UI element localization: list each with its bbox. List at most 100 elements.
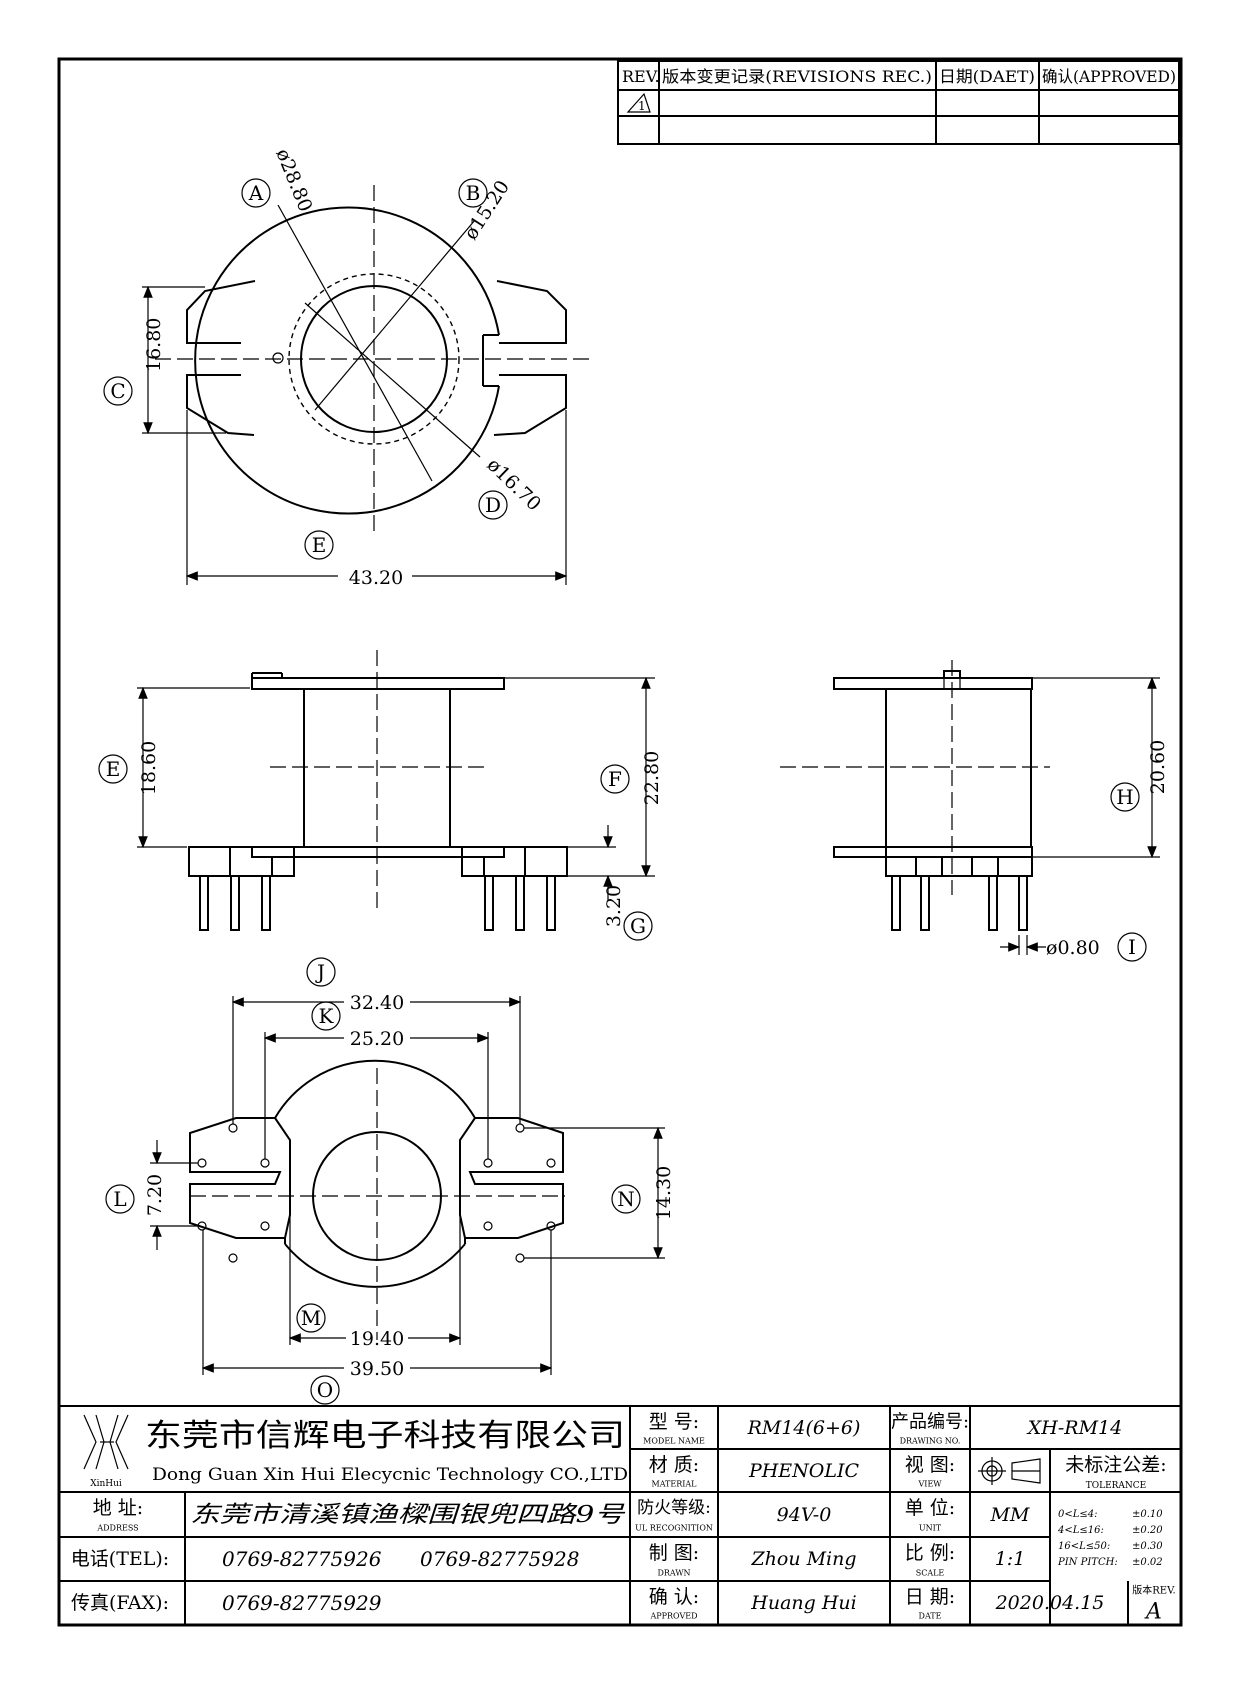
tolerance-range-1: 0<L≤4:: [1058, 1509, 1098, 1520]
company-name-en: Dong Guan Xin Hui Elecycnic Technology C…: [152, 1465, 628, 1485]
drawing-border: [57, 57, 1183, 1627]
material-value: PHENOLIC: [748, 1460, 860, 1482]
view-label: 视 图:: [905, 1454, 955, 1476]
address-label-en: ADDRESS: [96, 1524, 138, 1533]
dim-c: 16.80: [143, 318, 165, 372]
date-header: 日期(DAET): [939, 67, 1035, 86]
side-view-annotations: H I 20.60 ø0.80: [1046, 740, 1169, 962]
scale-label: 比 例:: [905, 1542, 955, 1564]
label-n: N: [617, 1187, 635, 1211]
label-o: O: [317, 1378, 333, 1402]
dim-n: 14.30: [653, 1166, 675, 1220]
approved-label: 确 认:: [649, 1586, 699, 1608]
label-f: F: [608, 767, 622, 791]
drawn-value: Zhou Ming: [750, 1548, 856, 1570]
tolerance-value-4: ±0.02: [1132, 1557, 1163, 1568]
version-label: 版本REV.: [1132, 1584, 1175, 1597]
approved-label-en: APPROVED: [649, 1612, 697, 1621]
drawn-label: 制 图:: [649, 1542, 699, 1564]
tolerance-label: 未标注公差:: [1065, 1454, 1166, 1476]
dim-e-front: 18.60: [138, 741, 160, 795]
unit-value: MM: [990, 1504, 1030, 1526]
view-label-en: VIEW: [918, 1480, 943, 1489]
revision-table: REV. 版本变更记录(REVISIONS REC.) 日期(DAET) 确认(…: [617, 60, 1180, 145]
model-value: RM14(6+6): [747, 1417, 861, 1439]
ul-value: 94V-0: [777, 1504, 832, 1526]
bottom-view-annotations: J K L N M O 32.40 25.20 7.20 14.30 19.40…: [105, 957, 675, 1405]
tel-label: 电话(TEL):: [71, 1548, 169, 1570]
date-label-en: DATE: [919, 1612, 942, 1621]
ul-label: 防火等级:: [637, 1498, 711, 1518]
label-j: J: [315, 960, 325, 984]
dim-o: 39.50: [350, 1358, 404, 1380]
scale-value: 1:1: [995, 1548, 1026, 1570]
label-a: A: [248, 181, 264, 205]
label-c: C: [110, 379, 125, 403]
tolerance-range-3: 16<L≤50:: [1058, 1541, 1110, 1552]
model-label: 型 号:: [649, 1411, 699, 1433]
logo-text: XinHui: [90, 1479, 122, 1489]
unit-label-en: UNIT: [919, 1524, 942, 1533]
tel-1: 0769-82775926: [222, 1547, 382, 1571]
dim-j: 32.40: [350, 992, 404, 1014]
label-e-top: E: [312, 533, 327, 557]
label-l: L: [113, 1187, 126, 1211]
tolerance-label-en: TOLERANCE: [1086, 1481, 1147, 1491]
revision-triangle-icon: [626, 92, 651, 113]
dim-i: ø0.80: [1046, 937, 1100, 959]
model-label-en: MODEL NAME: [643, 1437, 705, 1446]
material-label: 材 质:: [649, 1454, 699, 1476]
label-k: K: [319, 1004, 335, 1028]
version-value: A: [1144, 1600, 1162, 1625]
dim-g: 3.20: [603, 885, 625, 927]
revision-mark: 1: [638, 99, 646, 113]
ul-label-en: UL RECOGNITION: [635, 1524, 713, 1533]
company-name-cn: 东莞市信辉电子科技有限公司: [145, 1418, 625, 1454]
tel-2: 0769-82775928: [420, 1547, 579, 1571]
drawn-label-en: DRAWN: [657, 1569, 690, 1578]
tolerance-value-3: ±0.30: [1132, 1541, 1163, 1552]
revisions-header: 版本变更记录(REVISIONS REC.): [662, 67, 932, 86]
dim-f: 22.80: [641, 751, 663, 805]
drawing-no-value: XH-RM14: [1026, 1417, 1122, 1439]
unit-label: 单 位:: [905, 1497, 955, 1519]
tolerance-value-1: ±0.10: [1132, 1509, 1163, 1520]
scale-label-en: SCALE: [916, 1569, 945, 1578]
material-label-en: MATERIAL: [652, 1480, 698, 1489]
label-h: H: [1116, 785, 1133, 809]
fax-value: 0769-82775929: [222, 1591, 382, 1615]
top-view: [142, 185, 595, 585]
dim-k: 25.20: [350, 1028, 404, 1050]
fax-label: 传真(FAX):: [71, 1592, 169, 1614]
label-m: M: [301, 1306, 321, 1330]
dim-l: 7.20: [144, 1174, 166, 1216]
drawing-no-label-en: DRAWING NO.: [900, 1437, 961, 1446]
approved-value: Huang Hui: [750, 1592, 856, 1614]
dim-h: 20.60: [1147, 740, 1169, 794]
front-view-annotations: E F G 18.60 22.80 3.20: [98, 741, 663, 941]
drawing-no-label: 产品编号:: [891, 1412, 969, 1433]
title-block: XinHui 东莞市信辉电子科技有限公司 Dong Guan Xin Hui E…: [59, 1405, 1181, 1625]
tolerance-range-2: 4<L≤16:: [1057, 1525, 1104, 1536]
approved-header: 确认(APPROVED): [1042, 67, 1176, 86]
date-value: 2020.04.15: [995, 1592, 1105, 1614]
label-i: I: [1128, 935, 1136, 959]
address-value: 东莞市清溪镇渔樑围银兜四路9号: [190, 1502, 625, 1528]
company-logo-icon: [83, 1414, 129, 1470]
label-d: D: [485, 493, 501, 517]
side-view: [780, 660, 1160, 955]
label-b: B: [466, 181, 481, 205]
top-view-annotations: A B C D E ø28.80 ø15.20 16.80 ø16.70 43.…: [103, 146, 545, 589]
tolerance-value-2: ±0.20: [1132, 1525, 1163, 1536]
address-label: 地 址:: [93, 1497, 143, 1519]
label-e-front: E: [106, 757, 121, 781]
dim-e-top: 43.20: [349, 567, 403, 589]
label-g: G: [630, 914, 646, 938]
rev-header: REV.: [622, 67, 660, 86]
projection-symbol-icon: [978, 1457, 1041, 1485]
bottom-view: [150, 996, 665, 1375]
dim-a: ø28.80: [271, 146, 316, 215]
tolerance-range-4: PIN PITCH:: [1057, 1557, 1118, 1568]
front-view: [137, 650, 655, 931]
